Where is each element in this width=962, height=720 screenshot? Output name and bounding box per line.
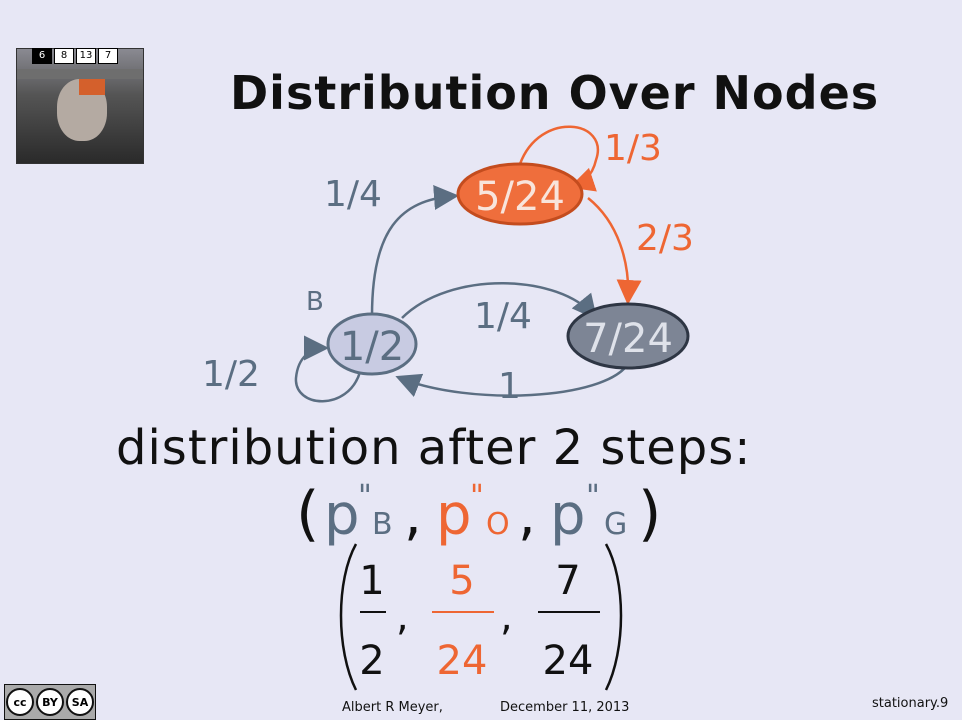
frac-g-num: 7 — [555, 558, 580, 604]
edge-label-o-to-g: 2/3 — [636, 218, 694, 259]
prime-b: " — [358, 479, 372, 514]
node-b-value: 1/2 — [340, 324, 404, 370]
edge-label-b-to-o: 1/4 — [324, 174, 382, 215]
frac-o-num: 5 — [449, 558, 474, 604]
counter-cell: 6 — [32, 48, 52, 64]
p-b: p — [324, 483, 360, 548]
p-o: p — [436, 483, 472, 548]
edge-b-to-o — [370, 185, 459, 317]
cc-icon: cc — [6, 688, 34, 716]
edge-label-b-self: 1/2 — [202, 354, 260, 395]
distribution-label: distribution after 2 steps: — [116, 420, 752, 476]
frac-comma: , — [500, 594, 513, 640]
frac-comma: , — [396, 594, 409, 640]
counter-cell: 7 — [98, 48, 118, 64]
left-big-paren — [339, 543, 358, 691]
edge-label-o-self: 1/3 — [604, 128, 662, 169]
frac-b-num: 1 — [359, 558, 384, 604]
edge-label-b-to-g: 1/4 — [474, 296, 532, 337]
vector-open-paren: ( — [296, 479, 319, 549]
footer-author: Albert R Meyer, — [342, 700, 443, 715]
counter-cell: 8 — [54, 48, 74, 64]
sub-g: G — [604, 507, 627, 542]
prime-g: " — [586, 479, 600, 514]
slide-title: Distribution Over Nodes — [230, 66, 880, 120]
sa-icon: SA — [66, 688, 94, 716]
frac-b-den: 2 — [359, 638, 384, 684]
footer-slide-id: stationary.9 — [872, 696, 949, 711]
node-o-value: 5/24 — [475, 174, 565, 220]
node-g-value: 7/24 — [583, 316, 673, 362]
vector-close-paren: ) — [638, 479, 661, 549]
sub-b: B — [372, 507, 393, 542]
slide-counter: 6 8 13 7 — [32, 48, 118, 64]
frac-o-den: 24 — [437, 638, 488, 684]
prime-o: " — [470, 479, 484, 514]
by-icon: BY — [36, 688, 64, 716]
footer-date: December 11, 2013 — [500, 700, 630, 715]
vector-comma: , — [404, 483, 422, 548]
fraction-vector: 1 2 , 5 24 , 7 24 — [339, 543, 623, 691]
node-g — [566, 302, 690, 370]
vector-comma: , — [518, 483, 536, 548]
node-o — [456, 162, 584, 226]
sub-o: O — [486, 507, 510, 542]
prob-vector: ( p " B , p " O , p " G ) — [296, 479, 661, 549]
edge-b-to-g — [401, 282, 598, 320]
counter-cell: 13 — [76, 48, 96, 64]
node-b-label: B — [306, 287, 324, 317]
webcam-video — [16, 48, 144, 164]
edge-g-to-b — [395, 363, 630, 398]
node-b — [326, 312, 418, 376]
right-big-paren — [604, 543, 623, 691]
edge-b-self — [294, 335, 362, 403]
edge-label-g-to-b: 1 — [498, 366, 521, 407]
edge-o-self — [518, 125, 600, 192]
edge-o-to-g — [587, 197, 642, 305]
cc-license-badge: cc BY SA — [4, 684, 96, 720]
frac-g-den: 24 — [543, 638, 594, 684]
p-g: p — [550, 483, 586, 548]
